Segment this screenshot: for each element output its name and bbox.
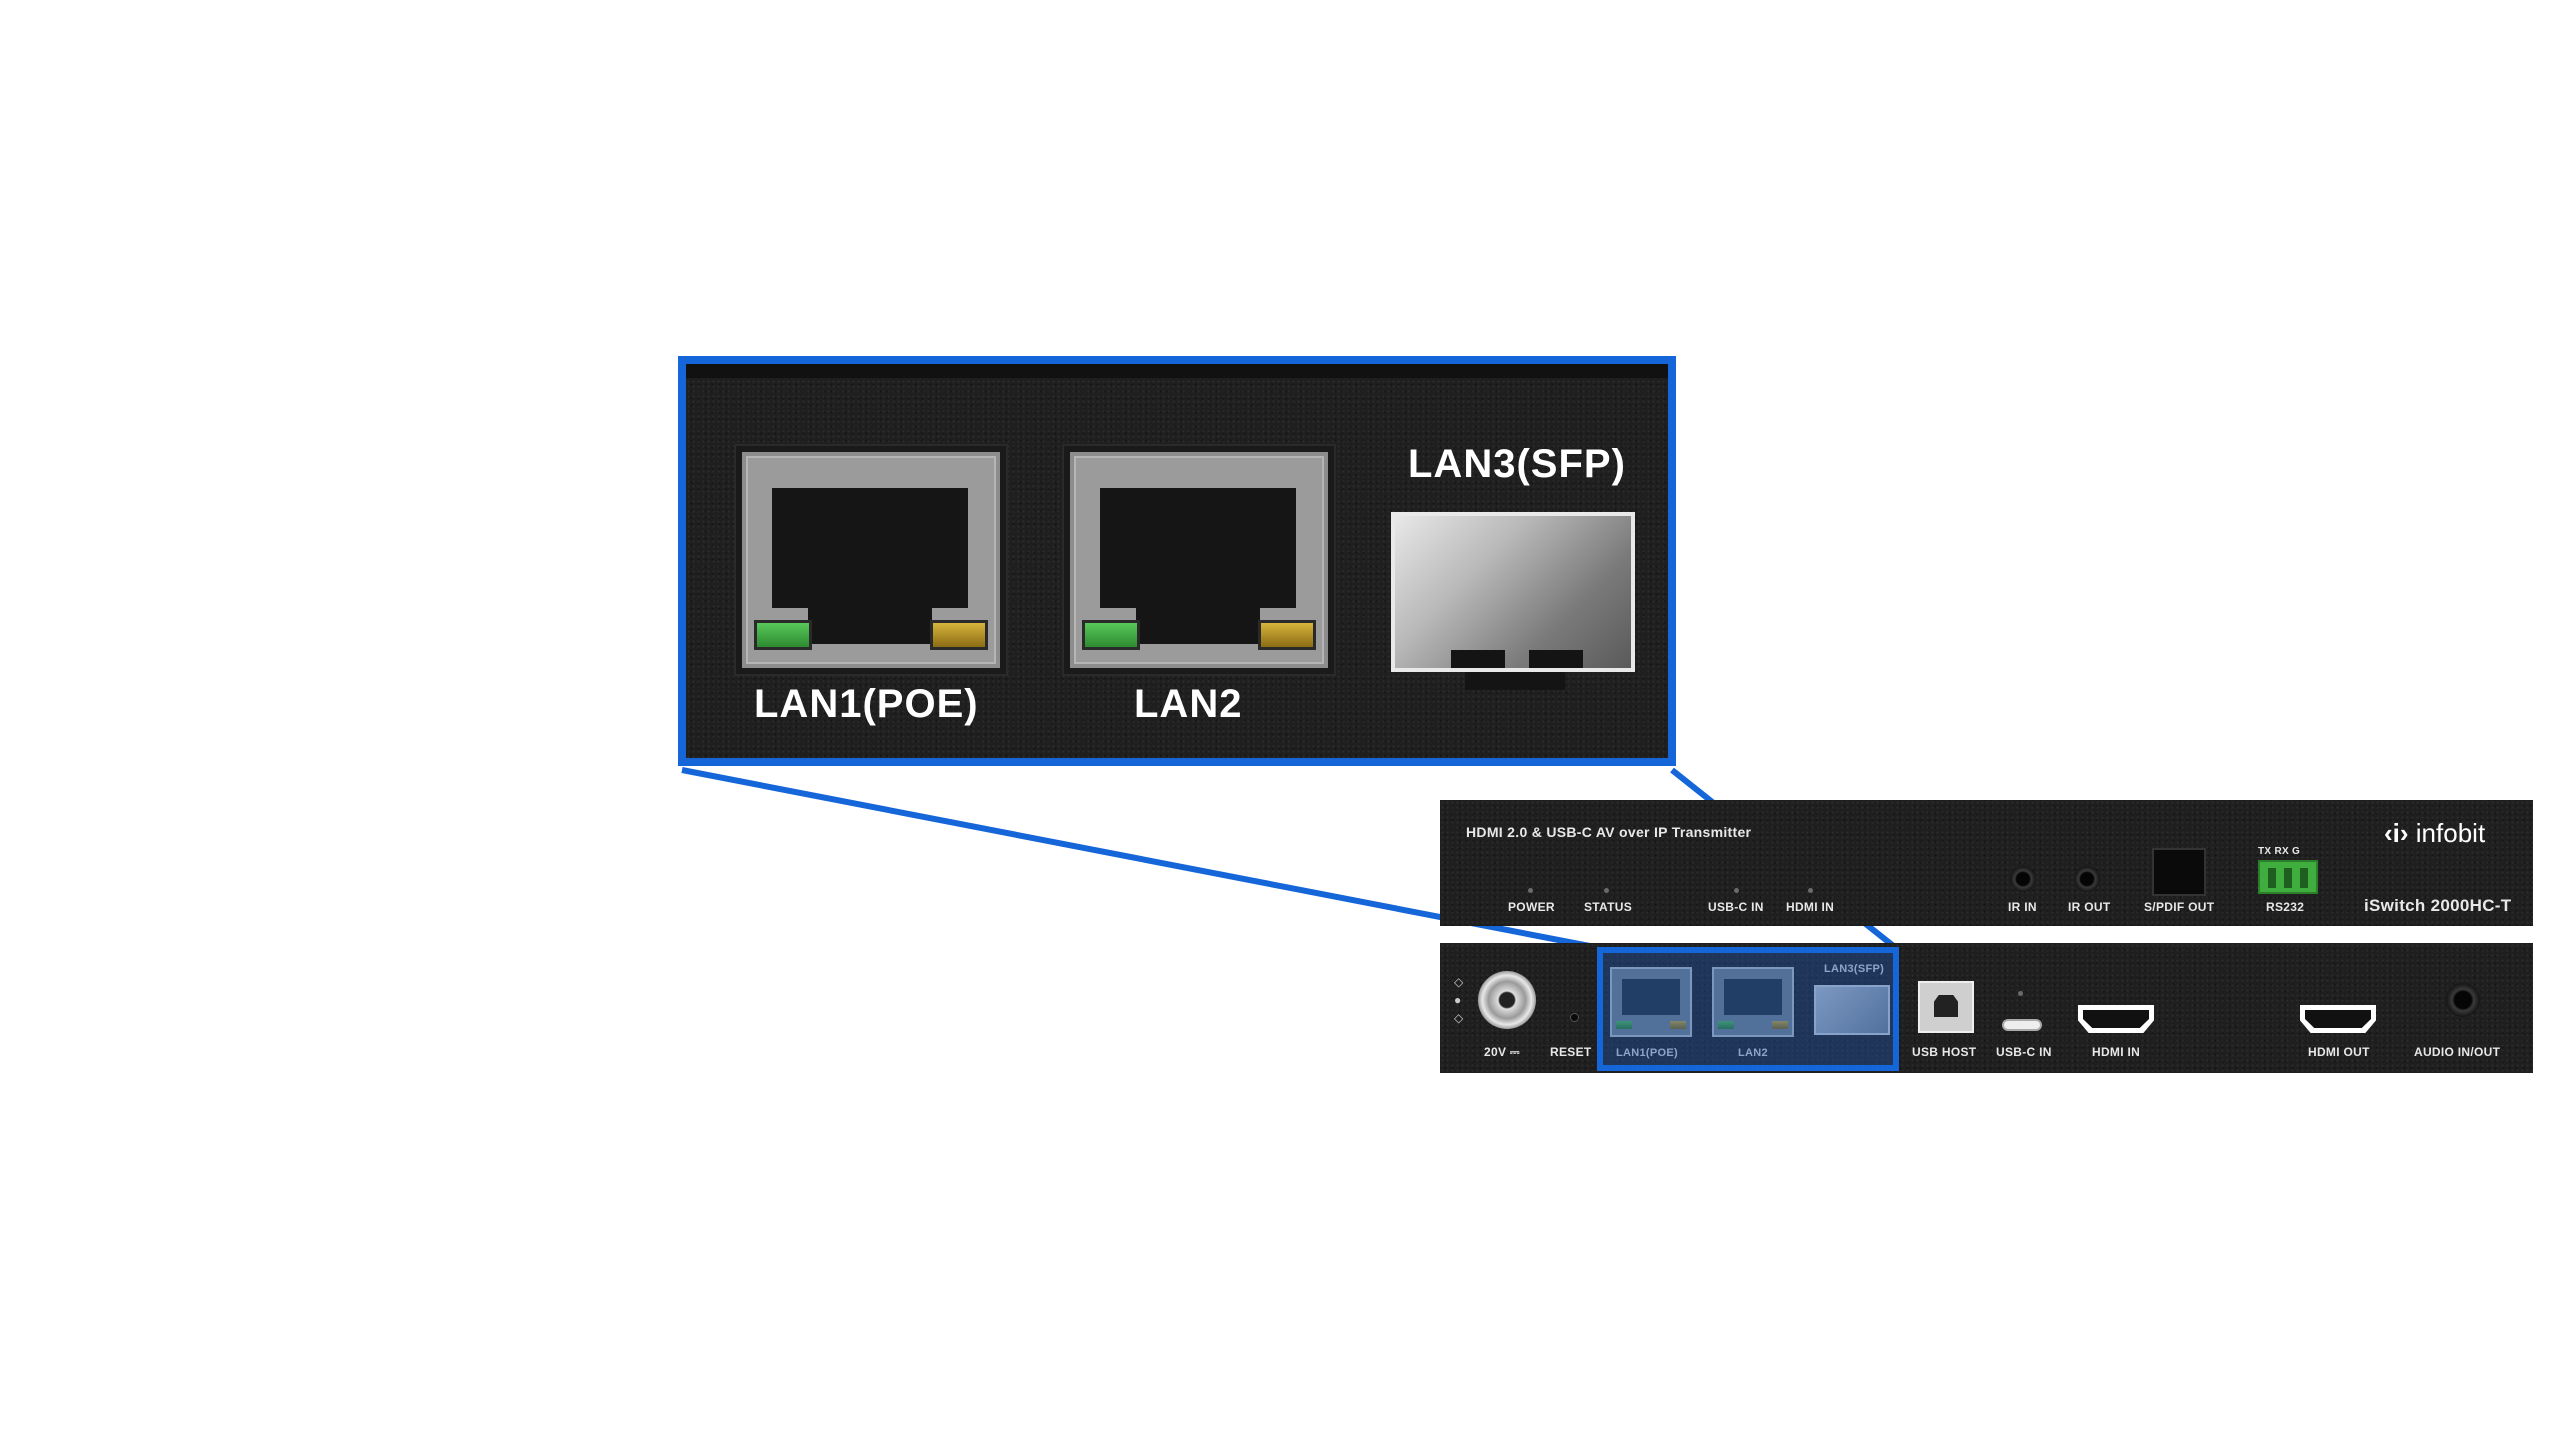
lan1-link-led <box>754 620 812 650</box>
top-edge-shadow <box>686 364 1668 378</box>
infobit-logo-icon: ‹i› <box>2384 818 2409 848</box>
usbc-port <box>2002 1019 2042 1031</box>
usbc-in-led <box>1734 888 1739 893</box>
rs232-terminal-block <box>2258 860 2318 894</box>
dc-label: 20V ⎓ <box>1484 1045 1520 1059</box>
status-led <box>1604 888 1609 893</box>
device-title: HDMI 2.0 & USB-C AV over IP Transmitter <box>1466 824 1752 840</box>
reset-label: RESET <box>1550 1045 1592 1059</box>
rear-lan2-port <box>1712 967 1794 1037</box>
hdmi-out-label: HDMI OUT <box>2308 1045 2370 1059</box>
usb-host-port <box>1918 981 1974 1033</box>
rear-lan1-port <box>1610 967 1692 1037</box>
usbc-in-label: USB-C IN <box>1708 900 1764 914</box>
zoom-callout: LAN1(POE) LAN2 LAN3(SFP) <box>678 356 1676 766</box>
lan2-activity-led <box>1258 620 1316 650</box>
hdmi-in-led <box>1808 888 1813 893</box>
reset-button <box>1570 1013 1579 1022</box>
rear-lan2-label: LAN2 <box>1738 1047 1768 1059</box>
power-led <box>1528 888 1533 893</box>
lan1-activity-led <box>930 620 988 650</box>
rear-usbc-in-label: USB-C IN <box>1996 1045 2052 1059</box>
lan3-label: LAN3(SFP) <box>1408 442 1626 486</box>
model-name: iSwitch 2000HC-T <box>2364 896 2512 915</box>
rear-highlight-fill <box>1600 949 1896 1067</box>
lan2-port <box>1062 444 1336 676</box>
rs232-pin-labels: TX RX G <box>2258 846 2301 857</box>
lan2-label: LAN2 <box>1134 682 1243 726</box>
hdmi-out-port <box>2300 1005 2376 1033</box>
polarity-symbols: ◇●◇ <box>1454 975 1464 1025</box>
hdmi-in-port <box>2078 1005 2154 1033</box>
device-rear-panel: ◇●◇ 20V ⎓ RESET LAN1(POE) LAN2 LAN3(SFP)… <box>1440 943 2533 1073</box>
rear-hdmi-in-label: HDMI IN <box>2092 1045 2141 1059</box>
lan1-port <box>734 444 1008 676</box>
rear-lan1-label: LAN1(POE) <box>1616 1047 1678 1059</box>
dc-power-jack <box>1478 971 1536 1029</box>
hdmi-in-label: HDMI IN <box>1786 900 1835 914</box>
infobit-logo: ‹i› infobit <box>2384 818 2485 849</box>
ir-in-jack <box>2010 866 2036 892</box>
power-label: POWER <box>1508 900 1555 914</box>
usbc-indicator <box>2018 991 2023 996</box>
device-front-panel: HDMI 2.0 & USB-C AV over IP Transmitter … <box>1440 800 2533 926</box>
audio-jack <box>2446 983 2480 1017</box>
rear-lan3-sfp-port <box>1814 985 1890 1035</box>
spdif-port <box>2152 848 2206 896</box>
audio-label: AUDIO IN/OUT <box>2414 1045 2501 1059</box>
status-label: STATUS <box>1584 900 1633 914</box>
rear-port-highlight <box>1597 947 1899 1071</box>
ir-out-jack <box>2074 866 2100 892</box>
usb-host-label: USB HOST <box>1912 1045 1977 1059</box>
rear-lan3-label: LAN3(SFP) <box>1824 963 1885 975</box>
brand-name: infobit <box>2415 818 2486 848</box>
lan3-sfp-port <box>1391 512 1635 690</box>
lan1-label: LAN1(POE) <box>754 682 979 726</box>
rs232-label: RS232 <box>2266 900 2305 914</box>
ir-out-label: IR OUT <box>2068 900 2111 914</box>
ir-in-label: IR IN <box>2008 900 2037 914</box>
spdif-out-label: S/PDIF OUT <box>2144 900 2215 914</box>
lan2-link-led <box>1082 620 1140 650</box>
